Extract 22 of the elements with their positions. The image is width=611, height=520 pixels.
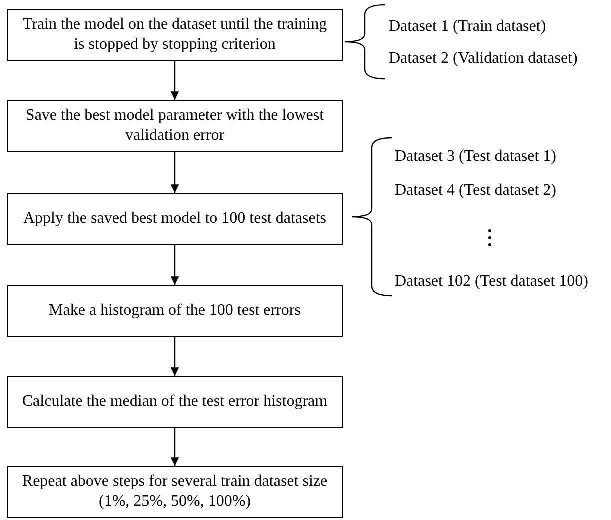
process-box (7, 466, 343, 518)
process-box (7, 376, 343, 428)
box-text: Make a histogram of the 100 test errors (49, 301, 301, 321)
arrow (170, 152, 180, 193)
arrow (170, 61, 180, 100)
dataset-label: Dataset 4 (Test dataset 2) (395, 181, 556, 201)
dataset-label: Dataset 102 (Test dataset 100) (395, 272, 588, 292)
box-text: Repeat above steps for several train dataset size (1%, 25%, 50%, 100%) (21, 472, 329, 512)
arrow (170, 245, 180, 285)
box-text: Calculate the median of the test error histogram (22, 392, 328, 412)
process-box (7, 285, 343, 337)
arrow (170, 337, 180, 376)
arrow (170, 428, 180, 466)
dataset-label: Dataset 3 (Test dataset 1) (395, 147, 556, 167)
process-box (7, 193, 343, 245)
box-text: Train the model on the dataset until the training is stopped by stopping criterion (22, 15, 328, 55)
box-text: Apply the saved best model to 100 test datasets (23, 209, 327, 229)
process-box (7, 100, 343, 152)
dataset-label: Dataset 2 (Validation dataset) (389, 49, 578, 69)
dataset-label: Dataset 1 (Train dataset) (389, 17, 546, 37)
box-text: Save the best model parameter with the lowest validation error (24, 106, 326, 146)
process-box (7, 9, 343, 61)
